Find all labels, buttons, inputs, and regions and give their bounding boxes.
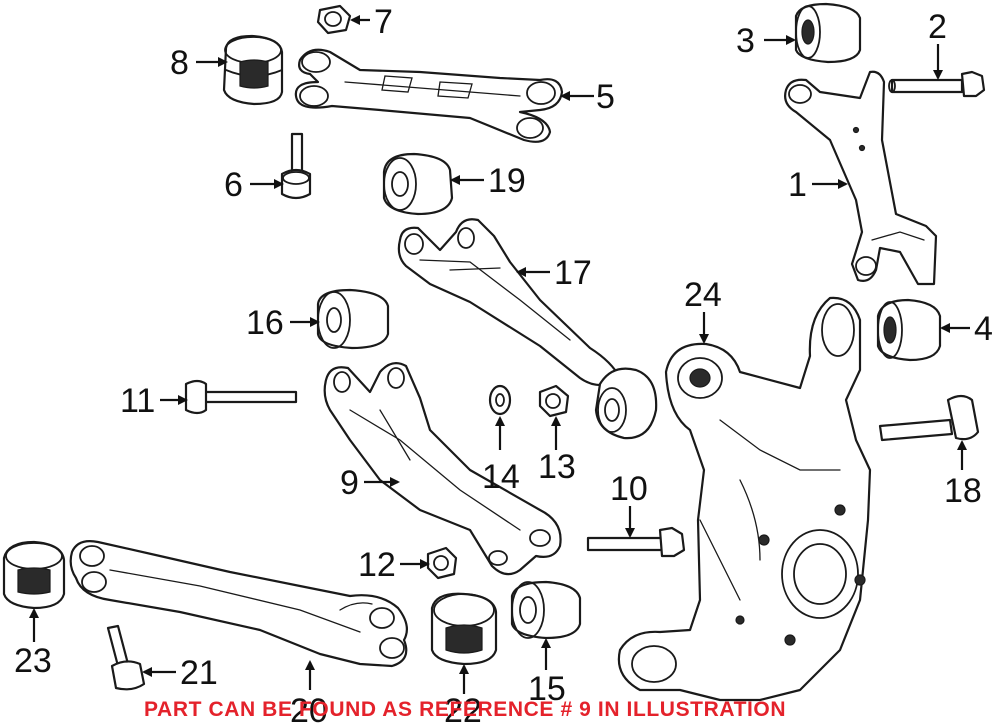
callout-14: 14 bbox=[482, 458, 520, 496]
part-20-trailing-arm bbox=[69, 540, 409, 668]
part-12-nut bbox=[426, 546, 458, 580]
callout-24: 24 bbox=[684, 276, 722, 314]
part-17-bushing-end bbox=[594, 367, 658, 440]
callout-1: 1 bbox=[788, 166, 807, 204]
part-3-bushing bbox=[794, 2, 862, 64]
part-5-upper-arm bbox=[294, 48, 564, 143]
part-17-lower-arm bbox=[397, 218, 622, 387]
callout-20: 20 bbox=[290, 692, 328, 728]
callout-18: 18 bbox=[944, 472, 982, 510]
part-8-bushing bbox=[222, 34, 284, 106]
callout-16: 16 bbox=[246, 304, 284, 342]
callout-4: 4 bbox=[974, 310, 993, 348]
callout-23: 23 bbox=[14, 642, 52, 680]
part-4-bushing bbox=[876, 298, 942, 362]
callout-10: 10 bbox=[610, 470, 648, 508]
part-6-bolt bbox=[280, 132, 312, 200]
callout-13: 13 bbox=[538, 448, 576, 486]
callout-22: 22 bbox=[444, 692, 482, 728]
callout-3: 3 bbox=[736, 22, 755, 60]
callout-2: 2 bbox=[928, 8, 947, 46]
part-15-bushing bbox=[510, 580, 582, 640]
part-24-knuckle bbox=[617, 296, 872, 702]
callout-19: 19 bbox=[488, 162, 526, 200]
part-19-bushing bbox=[382, 152, 454, 216]
callout-6: 6 bbox=[224, 166, 243, 204]
callout-17: 17 bbox=[554, 254, 592, 292]
part-11-bolt bbox=[184, 379, 298, 415]
part-2-bolt bbox=[888, 70, 986, 98]
part-9-control-arm bbox=[323, 361, 562, 576]
part-23-bushing bbox=[2, 540, 66, 610]
part-14-washer bbox=[488, 384, 512, 416]
callout-15: 15 bbox=[528, 670, 566, 708]
callout-8: 8 bbox=[170, 44, 189, 82]
part-13-nut bbox=[538, 384, 570, 418]
callout-12: 12 bbox=[358, 546, 396, 584]
callout-arrows bbox=[29, 15, 970, 694]
footer-caption: PART CAN BE FOUND AS REFERENCE # 9 IN IL… bbox=[144, 698, 786, 721]
callout-labels: 7 8 5 6 19 3 2 1 17 16 24 4 11 14 13 18 … bbox=[14, 3, 993, 728]
callout-11: 11 bbox=[120, 382, 155, 420]
callout-7: 7 bbox=[374, 3, 393, 41]
callout-21: 21 bbox=[180, 654, 218, 692]
part-1-bracket bbox=[784, 70, 938, 286]
callout-5: 5 bbox=[596, 78, 615, 116]
part-16-bushing bbox=[316, 288, 390, 350]
part-22-bushing bbox=[430, 592, 498, 666]
part-18-bolt bbox=[878, 394, 980, 442]
part-10-bolt bbox=[586, 526, 686, 558]
part-7-nut bbox=[316, 4, 352, 35]
part-21-bolt bbox=[106, 624, 146, 691]
callout-9: 9 bbox=[340, 464, 359, 502]
